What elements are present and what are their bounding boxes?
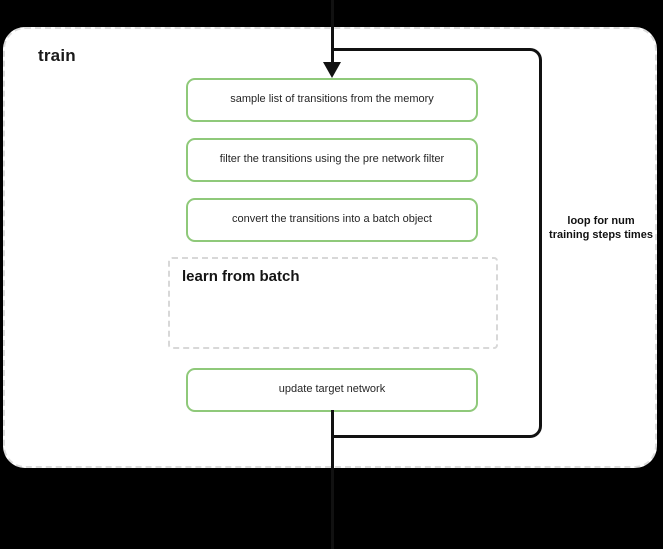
loop-label: loop for num training steps times xyxy=(549,215,653,242)
node-sample-transitions-label: sample list of transitions from the memo… xyxy=(230,93,434,106)
exit-connector-line xyxy=(331,410,334,549)
loop-connector-path xyxy=(331,48,542,438)
entry-arrowhead-icon xyxy=(323,62,341,78)
node-update-target-network-label: update target network xyxy=(278,383,386,396)
entry-connector-line xyxy=(331,0,334,64)
node-convert-to-batch-label: convert the transitions into a batch obj… xyxy=(232,213,432,226)
page-title: train xyxy=(38,46,76,65)
node-convert-to-batch[interactable]: convert the transitions into a batch obj… xyxy=(186,198,478,242)
node-filter-transitions-label: filter the transitions using the pre net… xyxy=(219,153,445,166)
node-sample-transitions[interactable]: sample list of transitions from the memo… xyxy=(186,78,478,122)
node-learn-from-batch-subgraph[interactable]: learn from batch xyxy=(168,257,498,349)
node-filter-transitions[interactable]: filter the transitions using the pre net… xyxy=(186,138,478,182)
node-learn-from-batch-label: learn from batch xyxy=(182,268,300,285)
